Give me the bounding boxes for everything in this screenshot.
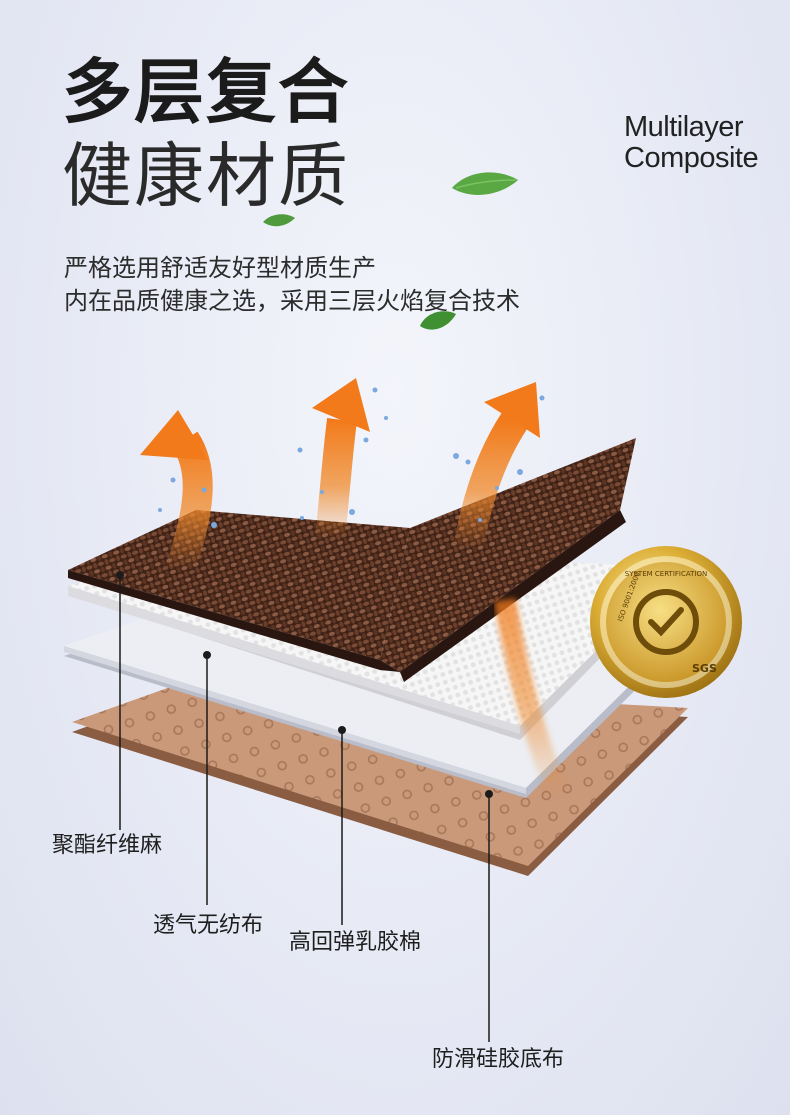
description-line1: 严格选用舒适友好型材质生产 (64, 254, 376, 282)
leader-lines (119, 575, 490, 1042)
bubble-icon (158, 387, 545, 528)
layer-label-antislip-base: 防滑硅胶底布 (432, 1047, 565, 1072)
heat-arrow-icon (494, 598, 571, 805)
leaf-icon (420, 311, 456, 330)
leader-dots (116, 571, 493, 798)
top-fabric-layer (68, 438, 636, 682)
badge-ring-top: SYSTEM CERTIFICATION (625, 570, 707, 578)
heat-arrow-icon (312, 378, 370, 542)
layer-label-breathable-nonwoven: 透气无纺布 (153, 913, 264, 938)
leaf-icon (452, 172, 518, 195)
description-line2: 内在品质健康之选，采用三层火焰复合技术 (64, 287, 520, 315)
description: 严格选用舒适友好型材质生产 内在品质健康之选，采用三层火焰复合技术 (64, 252, 520, 318)
english-title: Multilayer Composite (624, 111, 759, 174)
headline-line1: 多层复合 (62, 51, 350, 133)
badge-ring-right: SGS (692, 662, 717, 675)
certification-badge-icon: SYSTEM CERTIFICATION ISO 9001:2000 SGS (590, 546, 742, 698)
layer-label-polyester-linen: 聚酯纤维麻 (52, 833, 163, 858)
headline-line2: 健康材质 (62, 135, 350, 217)
heat-arrow-icon (140, 410, 213, 575)
english-title-line1: Multilayer (624, 111, 744, 143)
layer-label-latex-foam: 高回弹乳胶棉 (289, 930, 422, 955)
layer-illustration: SYSTEM CERTIFICATION ISO 9001:2000 SGS (64, 378, 742, 1042)
english-title-line2: Composite (624, 142, 759, 174)
leaf-icon (263, 214, 295, 227)
heat-arrow-icon (453, 382, 540, 553)
